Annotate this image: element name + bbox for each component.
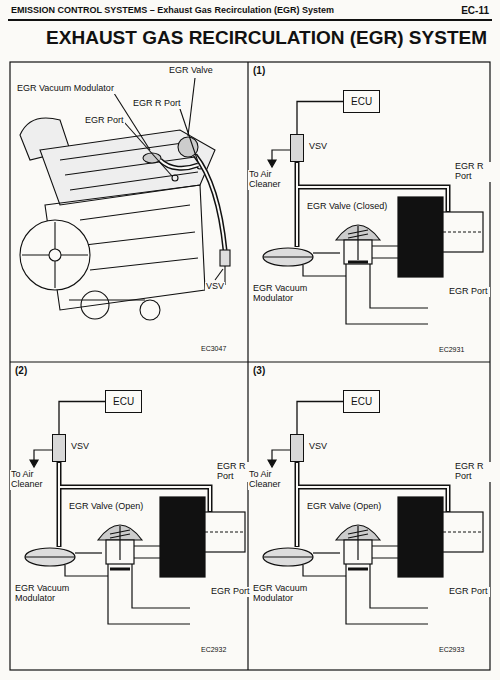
ecu-box: ECU — [105, 390, 142, 413]
part-label: EGR R Port — [454, 462, 492, 482]
part-label: EGR Vacuum Modulator — [14, 584, 78, 604]
part-label: EGR R Port — [454, 162, 492, 182]
panel-number: (1) — [252, 65, 266, 76]
part-label: To Air Cleaner — [248, 170, 288, 190]
signal-wire — [297, 402, 343, 435]
vsv-valve: VSV — [52, 434, 66, 462]
part-label: EGR Port — [210, 587, 252, 597]
vsv-valve: VSV — [290, 134, 304, 162]
part-label: EGR Vacuum Modulator — [252, 584, 316, 604]
part-label: EGR Valve (Closed) — [306, 202, 388, 212]
vsv-label: VSV — [309, 442, 327, 452]
part-label: EGR Port — [84, 116, 125, 126]
part-label: EGR Valve — [168, 66, 214, 76]
vsv-label: VSV — [309, 142, 327, 152]
part-label: EGR Port — [448, 287, 490, 297]
panel-number: (2) — [14, 365, 28, 376]
page-title: EXHAUST GAS RECIRCULATION (EGR) SYSTEM — [45, 28, 488, 49]
panel-number: (3) — [252, 365, 266, 376]
part-label: EGR Port — [448, 587, 490, 597]
vsv-valve: VSV — [290, 434, 304, 462]
figure-code: EC2932 — [200, 646, 227, 654]
part-label: EGR Vacuum Modulator — [252, 284, 316, 304]
part-label: EGR R Port — [132, 99, 182, 109]
figure-code: EC2931 — [438, 346, 465, 354]
signal-wire — [297, 102, 343, 135]
figure-code: EC2933 — [438, 646, 465, 654]
ecu-box: ECU — [343, 390, 380, 413]
part-label: EGR Vacuum Modulator — [16, 84, 115, 94]
part-label: VSV — [205, 282, 225, 292]
page-header: EMISSION CONTROL SYSTEMS – Exhaust Gas R… — [10, 6, 335, 16]
page-number: EC-11 — [460, 5, 490, 16]
part-label: To Air Cleaner — [10, 470, 50, 490]
ecu-label: ECU — [351, 96, 372, 107]
ecu-box: ECU — [343, 90, 380, 113]
ecu-label: ECU — [351, 396, 372, 407]
part-label: To Air Cleaner — [248, 470, 288, 490]
part-label: EGR Valve (Open) — [306, 502, 382, 512]
ecu-label: ECU — [113, 396, 134, 407]
figure-code: EC3047 — [200, 345, 227, 353]
vsv-label: VSV — [71, 442, 89, 452]
signal-wire — [59, 402, 105, 435]
part-label: EGR Valve (Open) — [68, 502, 144, 512]
